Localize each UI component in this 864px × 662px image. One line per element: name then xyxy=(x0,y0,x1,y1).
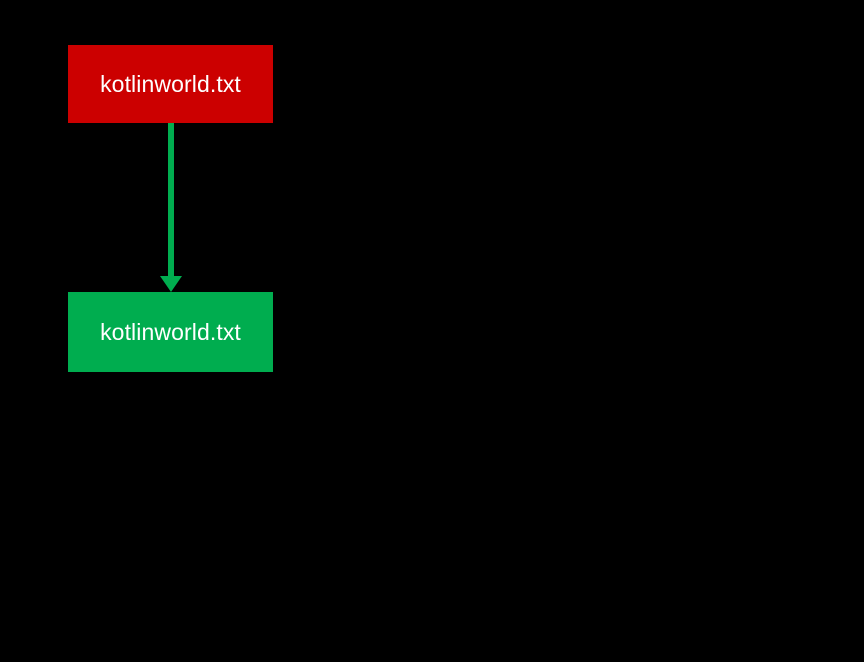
node-target-kotlinworld[interactable]: kotlinworld.txt xyxy=(68,292,273,372)
node-source-label: kotlinworld.txt xyxy=(100,70,241,97)
edge-source-to-target[interactable] xyxy=(160,123,182,292)
edge-arrowhead-icon xyxy=(160,276,182,292)
node-source-kotlinworld[interactable]: kotlinworld.txt xyxy=(68,45,273,123)
node-target-label: kotlinworld.txt xyxy=(100,318,241,345)
